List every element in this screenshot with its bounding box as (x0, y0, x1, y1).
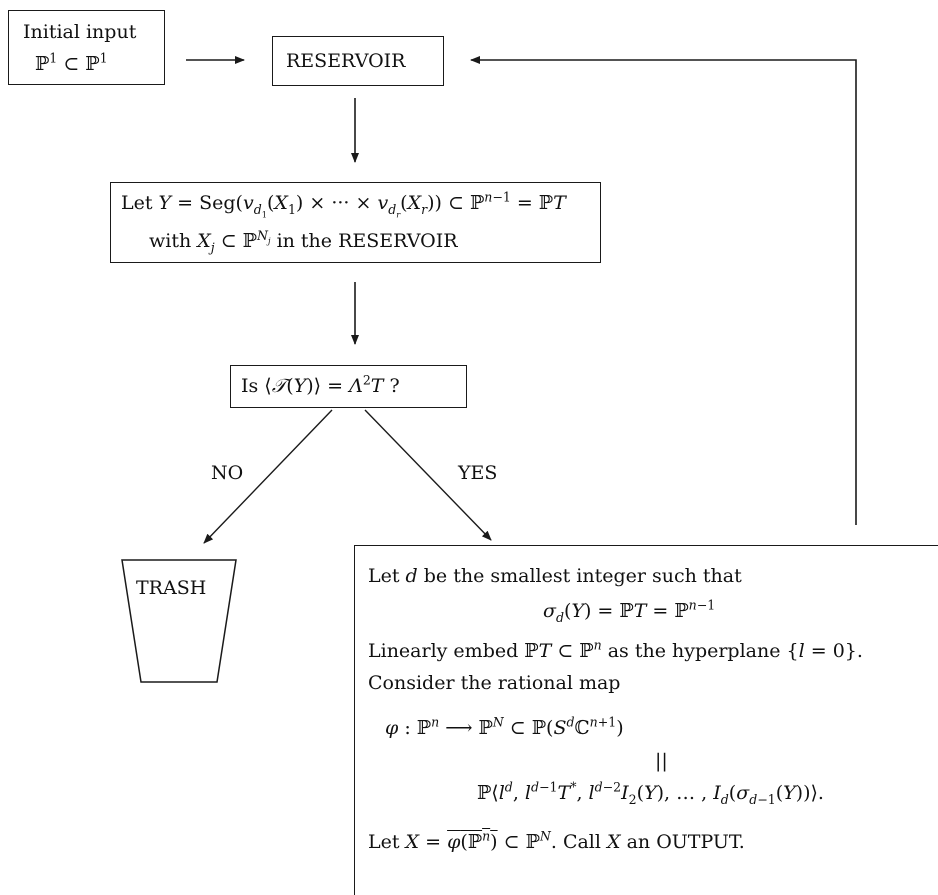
output-line4: Consider the rational map (368, 672, 621, 694)
output-box: Let d be the smallest integer such that … (354, 545, 938, 895)
output-line3: Linearly embed ℙT ⊂ ℙn as the hyperplane… (368, 637, 863, 662)
let-y-line2: with Xj ⊂ ℙNj in the RESERVOIR (149, 227, 458, 255)
trash-label: TRASH (136, 577, 207, 599)
question-box: Is ⟨𝒯(Y)⟩ = Λ2T ? (230, 365, 467, 408)
arrow-no-to-trash (203, 409, 333, 544)
output-line1: Let d be the smallest integer such that (368, 565, 742, 587)
initial-input-formula: ℙ1 ⊂ ℙ1 (35, 50, 108, 75)
yes-label: YES (458, 462, 498, 484)
output-line7: Let X = φ(ℙn) ⊂ ℙN. Call X an OUTPUT. (368, 828, 745, 853)
question-text: Is ⟨𝒯(Y)⟩ = Λ2T ? (241, 372, 400, 397)
trash-bin-shape (121, 559, 237, 683)
initial-input-box: Initial input ℙ1 ⊂ ℙ1 (8, 10, 165, 85)
reservoir-label: RESERVOIR (286, 50, 406, 72)
output-line-equal: || (655, 750, 668, 772)
output-line5: φ : ℙn ⟶ ℙN ⊂ ℙ(Sdℂn+1) (385, 714, 624, 739)
output-line2: σd(Y) = ℙT = ℙn−1 (543, 597, 716, 625)
initial-input-label: Initial input (23, 21, 137, 43)
output-line6: ℙ⟨ld, ld−1T*, ld−2I2(Y), … , Id(σd−1(Y))… (477, 779, 824, 807)
arrow-yes-to-output (364, 409, 492, 541)
feedback-loop-line (470, 56, 857, 525)
no-label: NO (211, 462, 244, 484)
reservoir-box: RESERVOIR (272, 36, 444, 86)
let-y-line1: Let Y = Seg(vd1(X1) × ··· × vdr(Xr)) ⊂ ℙ… (121, 189, 566, 220)
let-y-box: Let Y = Seg(vd1(X1) × ··· × vdr(Xr)) ⊂ ℙ… (110, 182, 601, 263)
